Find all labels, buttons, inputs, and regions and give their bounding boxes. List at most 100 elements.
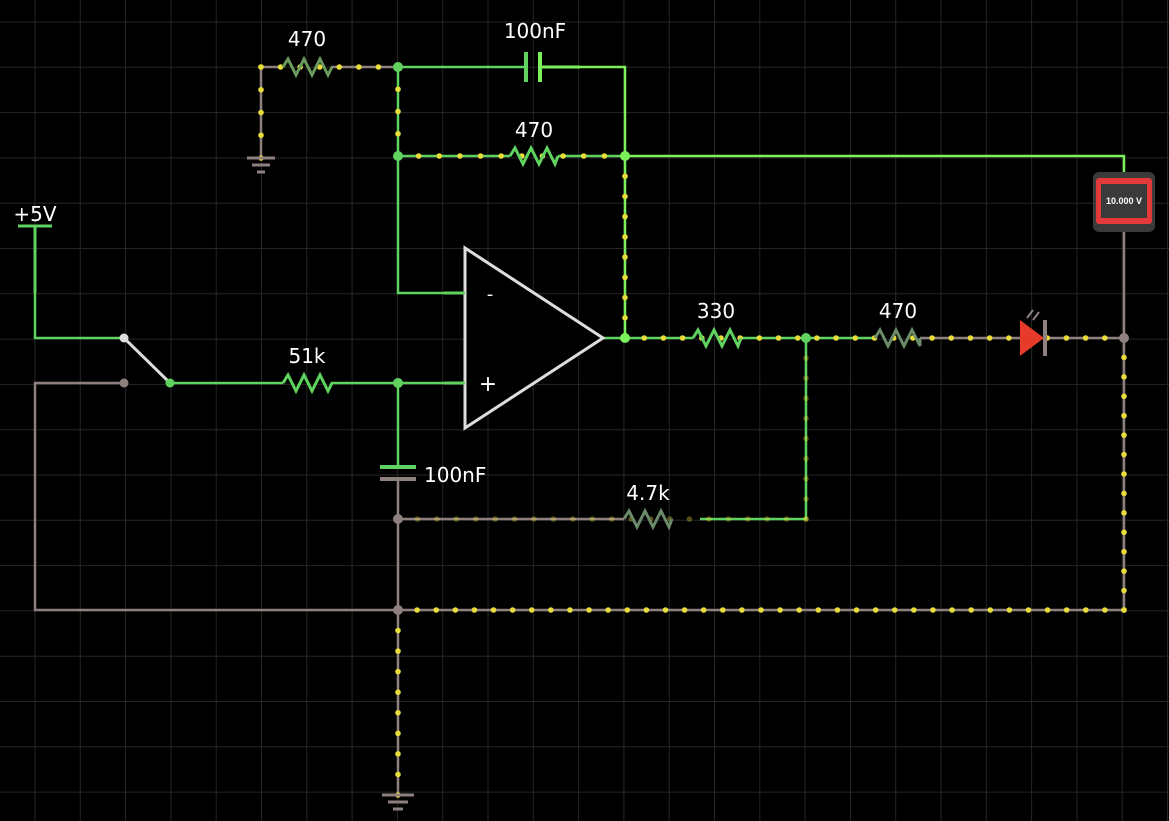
current-dot [777, 607, 783, 613]
current-dot [433, 607, 440, 613]
current-dot [622, 294, 628, 301]
current-dot [1121, 471, 1127, 477]
capacitor-bottom-100nF[interactable]: 100nF [380, 463, 486, 487]
current-dot [1121, 451, 1127, 458]
current-dot [929, 335, 935, 341]
resistor-bottom-label: 4.7k [626, 481, 670, 505]
current-dot [528, 607, 535, 613]
current-dot [1082, 335, 1089, 341]
current-dot [1082, 607, 1089, 613]
current-dot [622, 173, 628, 180]
capacitor-bottom-label: 100nF [424, 463, 486, 487]
current-dot [258, 86, 264, 93]
current-dot [1121, 393, 1127, 400]
current-dot [605, 607, 611, 613]
current-dot [1121, 587, 1127, 594]
current-dot [803, 375, 809, 382]
current-dot [1121, 354, 1127, 361]
current-dot [725, 516, 732, 522]
current-dot [1121, 510, 1127, 516]
current-dot [492, 516, 498, 522]
led-icon[interactable] [1020, 309, 1047, 356]
current-dot [1063, 335, 1070, 341]
opamp[interactable]: - + [444, 245, 606, 431]
current-dot [803, 516, 809, 522]
current-dot [891, 607, 898, 613]
capacitor-top-100nF[interactable]: 100nF [504, 19, 580, 82]
current-dot [395, 627, 401, 634]
current-dot [987, 607, 994, 613]
current-dot [852, 335, 859, 341]
wire-meter-top [625, 154, 1126, 172]
current-dot [589, 516, 596, 522]
ground-icon [247, 156, 275, 174]
current-dot [395, 709, 401, 716]
resistor-top-470[interactable]: 470 [281, 27, 334, 79]
current-dot [531, 516, 537, 522]
current-dot [414, 516, 421, 522]
current-dot [622, 314, 628, 321]
current-dot [1121, 432, 1127, 438]
current-dot [744, 516, 751, 522]
current-dot [548, 607, 554, 613]
current-dot [453, 516, 460, 522]
current-dot [949, 607, 955, 613]
resistor-bottom-4k7[interactable]: 4.7k [622, 481, 674, 531]
current-dot [660, 335, 667, 341]
current-dot [1121, 490, 1127, 497]
current-dot [1102, 335, 1108, 341]
current-dot [622, 234, 628, 240]
current-dot [395, 771, 401, 778]
current-dot [814, 335, 820, 341]
current-dot [1121, 374, 1127, 380]
current-dot [756, 335, 763, 341]
current-dot [803, 516, 809, 522]
current-dot [681, 607, 688, 613]
resistor-input-51k[interactable]: 51k [281, 344, 334, 395]
current-dot [624, 607, 631, 613]
wire-inverting-node [396, 67, 465, 295]
current-dot [1006, 335, 1012, 341]
ground-icon [382, 793, 414, 811]
current-dot [686, 516, 693, 522]
current-dot [560, 153, 566, 159]
resistor-output-330[interactable]: 330 [691, 299, 743, 350]
current-dot [498, 153, 504, 159]
resistor-led-label: 470 [879, 299, 917, 323]
current-flow-dots [258, 64, 1127, 798]
current-dot [803, 475, 809, 482]
voltmeter-icon[interactable]: 10.000 V [1093, 172, 1155, 232]
current-dot [739, 607, 745, 613]
current-dot [580, 153, 587, 159]
current-dot [586, 607, 592, 613]
current-dot [452, 607, 459, 613]
current-dot [608, 516, 615, 522]
opamp-plus-sign: + [479, 372, 497, 397]
supply-rail-icon[interactable]: +5V [13, 202, 57, 228]
spdt-switch-icon[interactable] [119, 333, 175, 388]
current-dot [395, 730, 401, 737]
current-dot [803, 395, 809, 402]
current-dot [796, 607, 803, 613]
current-dot [803, 455, 809, 462]
wire-4k7-vertical [700, 338, 808, 521]
resistor-feedback-470[interactable]: 470 [508, 118, 560, 168]
current-dot [930, 607, 936, 613]
current-dot [395, 751, 401, 757]
wire-top-cap-right [541, 65, 627, 156]
current-dot [414, 607, 420, 613]
current-dot [477, 153, 484, 159]
current-dot [567, 607, 573, 613]
current-dot [803, 415, 809, 422]
current-dot [853, 607, 860, 613]
current-dot [277, 64, 284, 70]
current-dot [601, 153, 608, 159]
current-dot [794, 335, 801, 341]
current-dot [471, 607, 478, 613]
wire-supply-to-switch [33, 293, 124, 340]
resistor-led-470[interactable]: 470 [873, 299, 922, 350]
current-dot [395, 648, 401, 654]
opamp-minus-sign: - [487, 284, 494, 305]
